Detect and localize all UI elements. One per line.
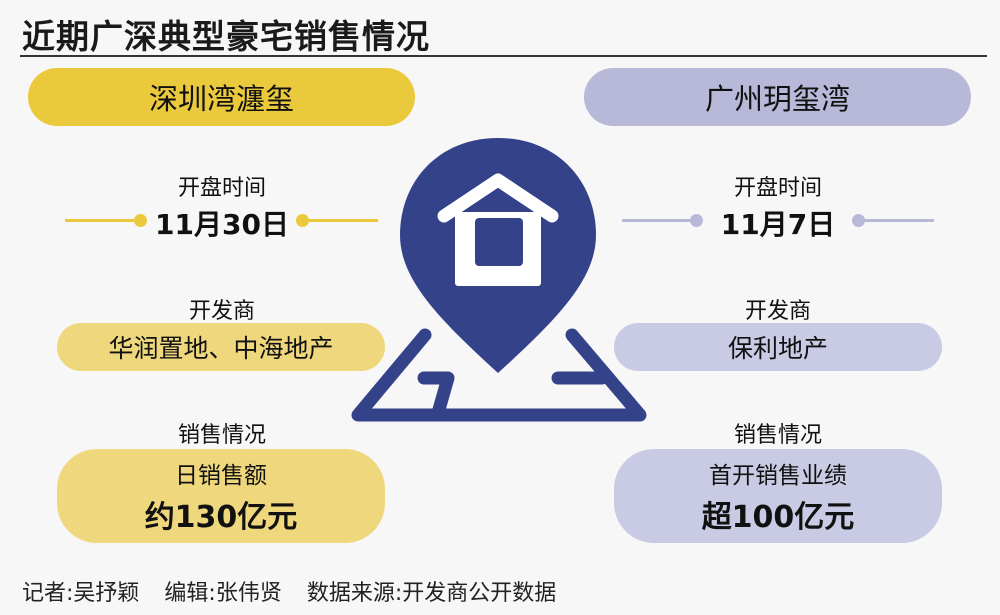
reporter-credit: 记者:吴抒颖: [22, 581, 140, 606]
left-dev-label: 开发商: [188, 299, 255, 324]
right-project-name: 广州玥玺湾: [704, 82, 850, 116]
left-date-dot-right: [296, 214, 309, 227]
right-dev-label: 开发商: [744, 299, 811, 324]
right-date-line-right: [862, 219, 934, 222]
credits-footer: 记者:吴抒颖 编辑:张伟贤 数据来源:开发商公开数据: [22, 575, 574, 607]
right-developer-pill: 保利地产: [614, 323, 942, 371]
title-divider: [20, 55, 987, 57]
left-sales-line1: 日销售额: [175, 463, 267, 489]
right-project-name-pill: 广州玥玺湾: [584, 68, 971, 126]
left-sales-line2: 约130亿元: [144, 500, 298, 535]
right-sales-line2: 超100亿元: [701, 500, 855, 535]
editor-credit: 编辑:张伟贤: [164, 581, 282, 606]
page-title: 近期广深典型豪宅销售情况: [22, 17, 430, 56]
left-open-date: 11月30日: [155, 208, 289, 241]
left-developer: 华润置地、中海地产: [108, 334, 334, 363]
left-project-name-pill: 深圳湾瀍玺: [28, 68, 415, 126]
right-date-dot-right: [852, 214, 865, 227]
right-date-line-left: [622, 219, 694, 222]
left-date-line-right: [306, 219, 378, 222]
map-pin-house-icon: [351, 138, 647, 422]
left-date-dot-left: [134, 214, 147, 227]
left-project-name: 深圳湾瀍玺: [148, 82, 294, 116]
right-sales-label: 销售情况: [733, 423, 822, 448]
right-developer: 保利地产: [727, 334, 828, 363]
right-sales-pill: 首开销售业绩 超100亿元: [614, 449, 942, 543]
right-open-label: 开盘时间: [733, 176, 822, 201]
right-open-date: 11月7日: [720, 208, 836, 241]
left-open-label: 开盘时间: [177, 176, 266, 201]
right-sales-line1: 首开销售业绩: [709, 463, 847, 489]
left-developer-pill: 华润置地、中海地产: [57, 323, 385, 371]
right-date-dot-left: [690, 214, 703, 227]
left-date-line-left: [65, 219, 137, 222]
left-sales-pill: 日销售额 约130亿元: [57, 449, 385, 543]
data-source-credit: 数据来源:开发商公开数据: [306, 581, 557, 606]
left-sales-label: 销售情况: [177, 423, 266, 448]
